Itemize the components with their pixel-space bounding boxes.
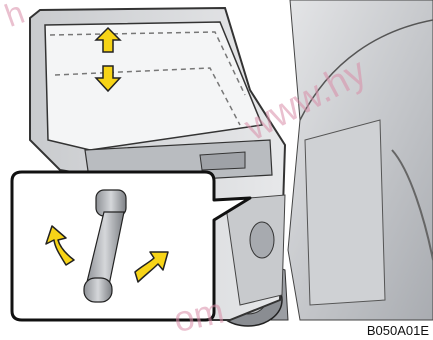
- car-inner-door-panel: [305, 120, 385, 305]
- callout-box: [12, 172, 250, 320]
- door-handle-recess: [200, 152, 245, 170]
- door-speaker: [250, 222, 274, 258]
- figure-code-label: B050A01E: [367, 324, 429, 337]
